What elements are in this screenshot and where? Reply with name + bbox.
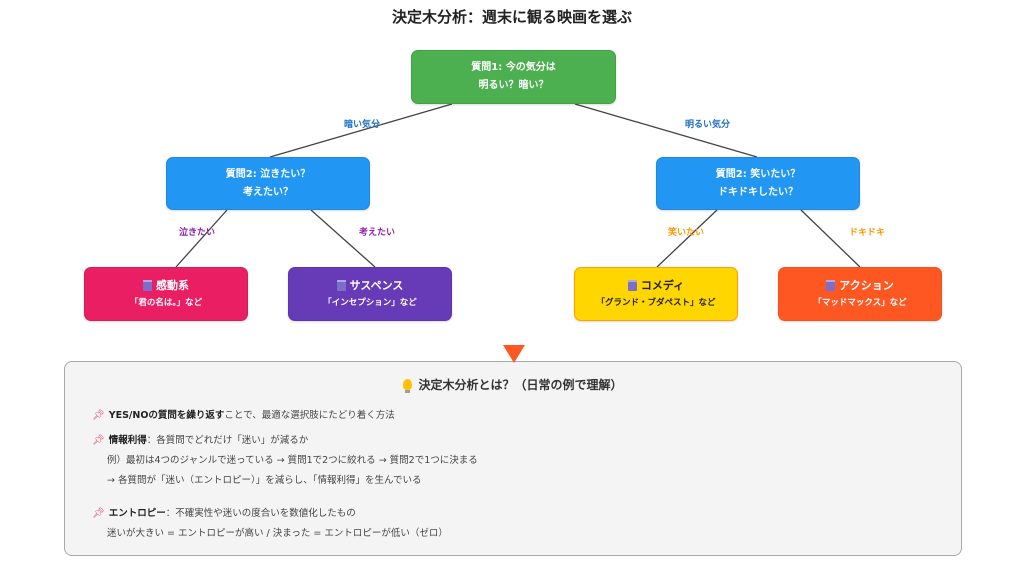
pushpin-icon: 📌︎: [92, 435, 105, 446]
clapperboard-icon: [143, 279, 152, 291]
left-question-line2: 考えたい？: [243, 186, 293, 198]
page-title: 決定木分析：週末に観る映画を選ぶ: [391, 8, 632, 26]
leaf-suspense: サスペンス 「インセプション」など: [288, 267, 452, 321]
pushpin-icon: 📌︎: [92, 508, 105, 519]
edge-label-dark: 暗い気分: [344, 120, 381, 130]
edge-label-laugh: 笑いたい: [668, 228, 705, 238]
info-bullet-text: ：不確実性や迷いの度合いを数値化したもの: [165, 508, 356, 519]
info-sub-line: 迷いが大きい = エントロピーが高い / 決まった = エントロピーが低い（ゼロ…: [107, 528, 448, 539]
clapperboard-icon: [627, 279, 637, 291]
left-question-line1: 質問2: 泣きたい？: [225, 168, 311, 180]
right-question-node: 質問2: 笑いたい？ ドキドキしたい？: [656, 157, 860, 210]
leaf-title: アクション: [839, 279, 894, 292]
leaf-example: 「マッドマックス」など: [813, 298, 907, 308]
root-question-node: 質問1: 今の気分は 明るい？暗い？: [411, 50, 616, 104]
info-bullet-bold: エントロピー: [108, 508, 166, 519]
clapperboard-icon: [826, 279, 836, 291]
edge-label-cry: 泣きたい: [179, 228, 216, 238]
right-question-line2: ドキドキしたい？: [718, 186, 798, 198]
lightbulb-icon: [403, 379, 413, 393]
root-question-line2: 明るい？暗い？: [478, 80, 549, 91]
edge-left-to-suspense: [310, 209, 376, 268]
edge-root-to-left: [269, 103, 453, 158]
edge-label-thrill: ドキドキ: [849, 228, 886, 238]
info-bullet: 📌︎エントロピー：不確実性や迷いの度合いを数値化したもの: [92, 505, 356, 519]
info-bullet: 📌︎YES/NOの質問を繰り返すことで、最適な選択肢にたどり着く方法: [92, 407, 395, 421]
edge-label-think: 考えたい: [359, 228, 396, 238]
info-title-row: 決定木分析とは？（日常の例で理解）: [65, 376, 961, 393]
left-question-node: 質問2: 泣きたい？ 考えたい？: [166, 157, 370, 210]
leaf-example: 「君の名は。」など: [129, 298, 203, 308]
edge-root-to-right: [574, 103, 758, 158]
info-bullet: 📌︎情報利得：各質問でどれだけ「迷い」が減るか: [92, 432, 308, 446]
info-sub-line: → 各質問が「迷い（エントロピー）」を減らし、「情報利得」を生んでいる: [107, 475, 422, 486]
info-bullet-bold: YES/NOの質問を繰り返す: [108, 410, 225, 421]
edge-left-to-emotional: [175, 209, 228, 268]
leaf-title: 感動系: [156, 279, 189, 292]
info-panel: 決定木分析とは？（日常の例で理解） 📌︎YES/NOの質問を繰り返すことで、最適…: [64, 361, 962, 556]
leaf-title: サスペンス: [349, 279, 404, 292]
info-bullet-text: ：各質問でどれだけ「迷い」が減るか: [146, 435, 309, 446]
edge-right-to-action: [800, 209, 861, 268]
clapperboard-icon: [336, 279, 346, 291]
leaf-emotional: 感動系 「君の名は。」など: [84, 267, 248, 321]
leaf-example: 「グランド・ブダペスト」など: [596, 298, 716, 308]
info-title: 決定木分析とは？（日常の例で理解）: [418, 378, 623, 392]
leaf-title: コメディ: [640, 279, 685, 292]
arrow-down-icon: [503, 345, 525, 363]
edge-label-bright: 明るい気分: [685, 120, 731, 130]
info-bullet-bold: 情報利得: [108, 435, 147, 446]
root-question-line1: 質問1: 今の気分は: [471, 62, 556, 73]
pushpin-icon: 📌︎: [92, 410, 105, 421]
right-question-line1: 質問2: 笑いたい？: [715, 168, 801, 180]
info-bullet-text: ことで、最適な選択肢にたどり着く方法: [224, 410, 395, 421]
leaf-action: アクション 「マッドマックス」など: [778, 267, 942, 321]
info-sub-line: 例）最初は4つのジャンルで迷っている → 質問1で2つに絞れる → 質問2で1つ…: [107, 455, 478, 466]
leaf-example: 「インセプション」など: [323, 298, 417, 308]
leaf-comedy: コメディ 「グランド・ブダペスト」など: [574, 267, 738, 321]
edge-right-to-comedy: [656, 209, 718, 268]
